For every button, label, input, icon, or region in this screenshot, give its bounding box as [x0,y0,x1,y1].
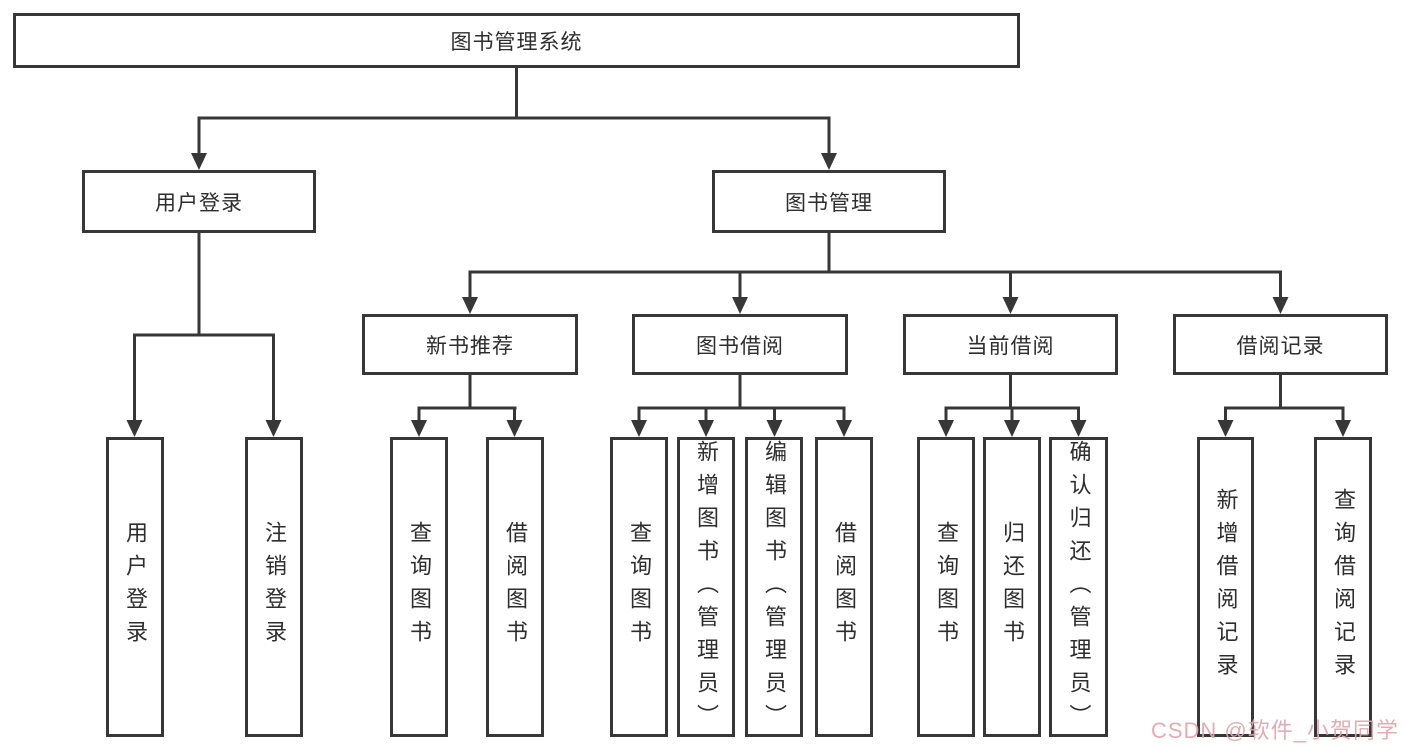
leaf-current-confirm-return-admin: 确认归还（管理员） [1049,437,1108,737]
arrow-down-icon [1217,420,1234,437]
leaf-current-return-book: 归还图书 [983,437,1041,737]
arrow-down-icon [821,153,837,170]
leaf-recommend-query-book: 查询图书 [390,437,448,737]
arrow-down-icon [462,297,478,314]
leaf-borrow-add-book-admin: 新增图书（管理员） [677,437,735,737]
csdn-watermark: CSDN @软件_小贺同学 [1150,718,1399,743]
node-user-login: 用户登录 [82,170,316,233]
node-new-book-recommend: 新书推荐 [362,314,578,375]
leaf-recommend-borrow-book: 借阅图书 [486,437,544,737]
arrow-down-icon [732,297,748,314]
leaf-current-query-book: 查询图书 [917,437,975,737]
arrow-down-icon [766,420,783,437]
leaf-user-login: 用户登录 [106,437,164,737]
arrow-down-icon [1335,420,1351,437]
arrow-down-icon [1070,420,1087,437]
arrow-down-icon [506,420,523,437]
arrow-down-icon [265,420,282,437]
arrow-down-icon [1002,297,1019,314]
arrowheads [126,153,1351,437]
node-borrow-records: 借阅记录 [1173,314,1388,375]
leaf-borrow-edit-book-admin: 编辑图书（管理员） [745,437,803,737]
node-root: 图书管理系统 [13,13,1020,68]
leaf-borrow-borrow-book: 借阅图书 [815,437,873,737]
leaf-record-query-record: 查询借阅记录 [1314,437,1372,737]
node-book-management: 图书管理 [712,170,946,233]
arrow-down-icon [836,420,852,437]
arrow-down-icon [938,420,954,437]
leaf-borrow-query-book: 查询图书 [610,437,668,737]
arrow-down-icon [1004,420,1020,437]
arrow-down-icon [1272,297,1289,314]
leaf-record-add-record: 新增借阅记录 [1197,437,1254,737]
arrow-down-icon [631,420,647,437]
arrow-down-icon [191,153,207,170]
arrow-down-icon [126,420,143,437]
node-current-borrowing: 当前借阅 [903,314,1118,375]
node-book-borrowing: 图书借阅 [632,314,848,375]
arrow-down-icon [411,420,427,437]
arrow-down-icon [698,420,714,437]
leaf-logout-login: 注销登录 [245,437,303,737]
